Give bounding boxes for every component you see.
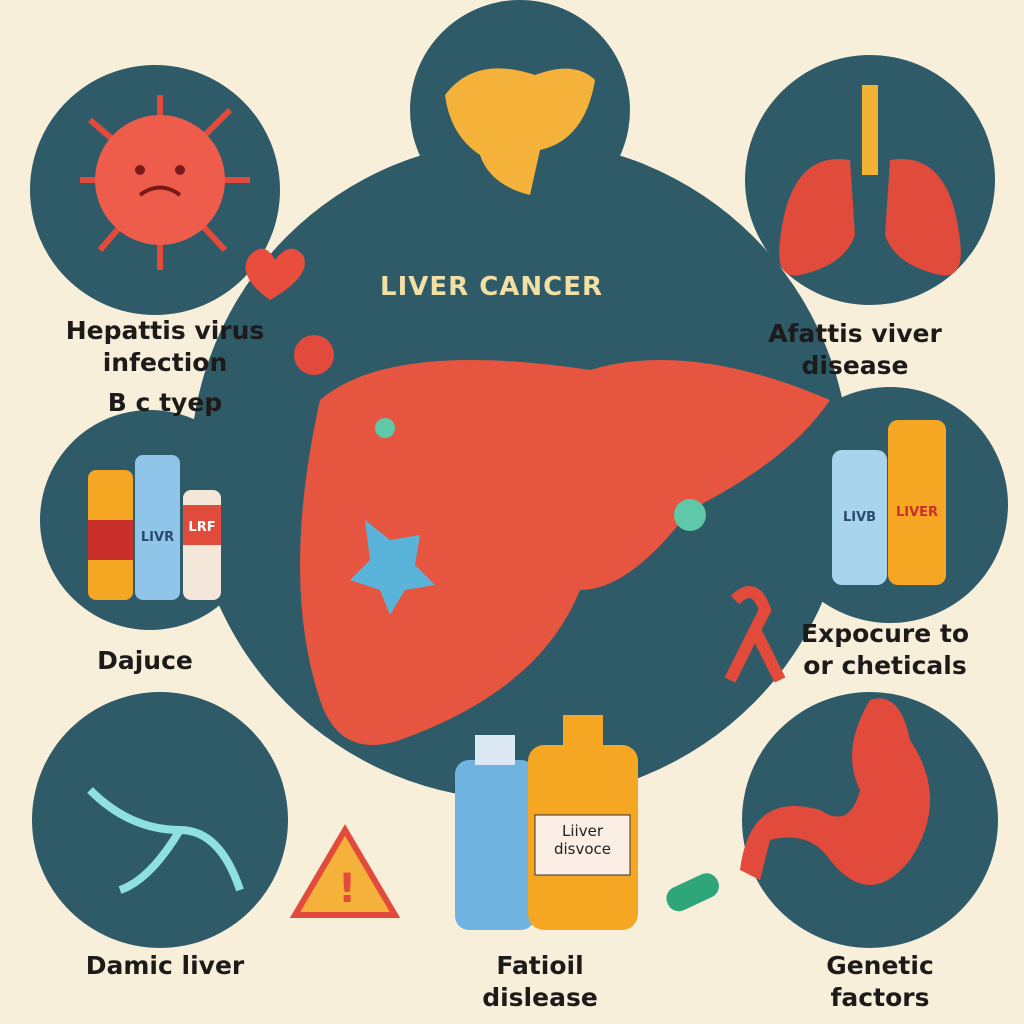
label-fatioil: Fatioil dislease xyxy=(482,951,598,1012)
heart-icon xyxy=(245,248,305,300)
label-exposure: Expocure to or cheticals xyxy=(790,618,980,682)
label-hepatitis-line1: Hepattis virus xyxy=(65,316,265,345)
left-bottles-icon xyxy=(88,455,221,600)
label-damic: Damic liver xyxy=(85,951,245,980)
label-exposure-line1: Expocure to xyxy=(800,619,969,648)
label-genetic: Genetic factors xyxy=(826,951,934,1012)
scorpion-icon xyxy=(87,787,244,894)
bottle-label-livb: LIVB xyxy=(842,510,877,525)
bottom-bottles-icon xyxy=(455,715,638,930)
label-alcohol: Dajuce xyxy=(97,646,193,675)
label-fatty: Afattis viver disease xyxy=(745,318,965,382)
bottle-label-liver: LIVER xyxy=(895,505,939,520)
central-liver-icon xyxy=(300,360,830,745)
bottle-label-lrf: LRF xyxy=(188,520,216,535)
label-hepatitis-line2: infection xyxy=(102,348,228,377)
stomach-icon xyxy=(740,698,930,885)
bottle-label-livr: LIVR xyxy=(140,530,175,545)
label-fatty-line2: disease xyxy=(801,351,909,380)
pill-icon xyxy=(666,873,719,912)
label-hepatitis-line3: B c tyep xyxy=(107,388,223,417)
ribbon-icon xyxy=(724,586,786,683)
label-exposure-line2: or cheticals xyxy=(803,651,967,680)
right-bottles-icon xyxy=(832,420,946,585)
label-fatty-line1: Afattis viver xyxy=(768,319,942,348)
bottle-label-line1: Liiver xyxy=(562,822,603,840)
label-hepatitis: Hepattis virus infection B c tyep xyxy=(60,315,270,419)
small-liver-icon xyxy=(445,68,595,195)
red-dot-icon xyxy=(294,335,334,375)
scorpion-circle xyxy=(32,692,288,948)
main-title: LIVER CANCER xyxy=(380,272,604,302)
bottle-label-line2: disvoce xyxy=(553,840,612,858)
virus-icon xyxy=(80,95,250,270)
lungs-icon xyxy=(779,85,961,276)
bottle-label-disvoce: Liiver disvoce xyxy=(535,822,630,858)
svg-text:!: ! xyxy=(338,866,356,912)
warning-icon: ! xyxy=(289,824,401,918)
